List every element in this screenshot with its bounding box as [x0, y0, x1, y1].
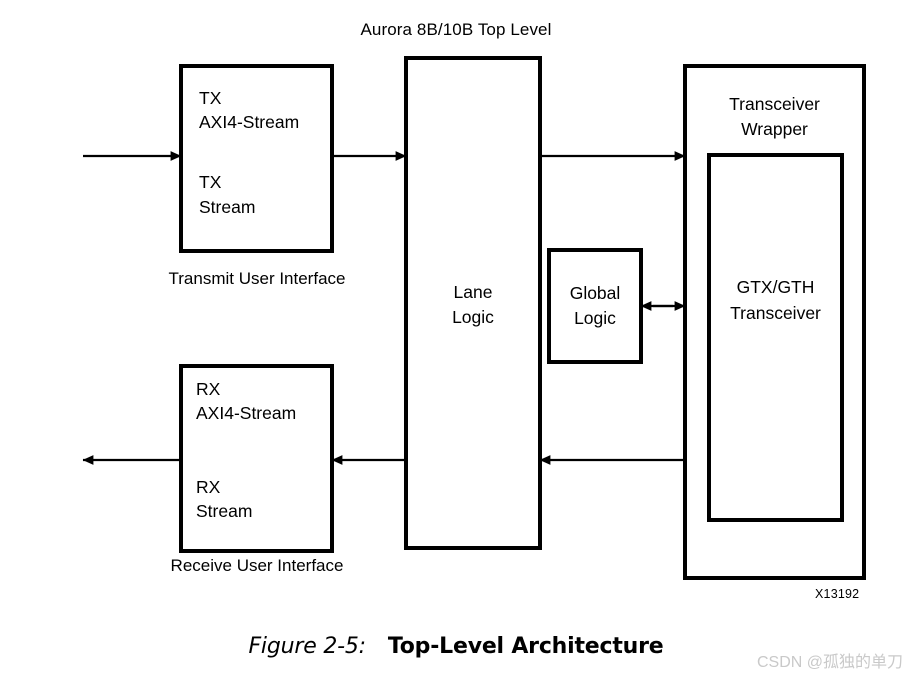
block-label-tx-stream-line1: TX	[199, 172, 222, 192]
block-label-global-logic-line2: Logic	[574, 308, 616, 328]
block-label-gtx-gth-transceiver-line2: Transceiver	[730, 303, 821, 323]
block-label-rx-stream-line2: Stream	[196, 501, 253, 521]
figure-id-label: X13192	[815, 587, 860, 601]
block-label-rx-axi4-stream-line2: AXI4-Stream	[196, 403, 297, 423]
block-label-rx-stream-line1: RX	[196, 477, 221, 497]
block-tx-user-interface	[179, 64, 334, 253]
block-label-gtx-gth-transceiver-line1: GTX/GTH	[736, 277, 815, 297]
block-label-transceiver-wrapper-line1: Transceiver	[729, 94, 820, 114]
csdn-watermark: CSDN @孤独的单刀	[756, 654, 903, 671]
block-label-rx-axi4-stream-line1: RX	[196, 379, 221, 399]
caption-receive-user-interface: Receive User Interface	[170, 556, 344, 575]
block-label-tx-axi4-stream-line2: AXI4-Stream	[199, 112, 300, 132]
block-label-tx-axi4-stream-line1: TX	[199, 88, 222, 108]
block-label-transceiver-wrapper-line2: Wrapper	[741, 119, 808, 139]
diagram-title: Aurora 8B/10B Top Level	[360, 20, 552, 39]
caption-transmit-user-interface: Transmit User Interface	[168, 269, 346, 288]
block-label-tx-stream-line2: Stream	[199, 197, 256, 217]
block-label-global-logic-line1: Global	[569, 283, 621, 303]
figure-caption-title: Top-Level Architecture	[387, 634, 664, 659]
figure-caption-number: Figure 2-5:	[248, 634, 366, 659]
block-label-lane-logic-line1: Lane	[453, 282, 493, 302]
block-lane-logic	[404, 56, 542, 550]
block-rx-user-interface	[179, 364, 334, 553]
figure-caption: Figure 2-5: Top-Level Architecture	[0, 634, 912, 659]
block-label-lane-logic-line2: Logic	[452, 307, 494, 327]
block-gtx-gth-transceiver	[707, 153, 844, 522]
